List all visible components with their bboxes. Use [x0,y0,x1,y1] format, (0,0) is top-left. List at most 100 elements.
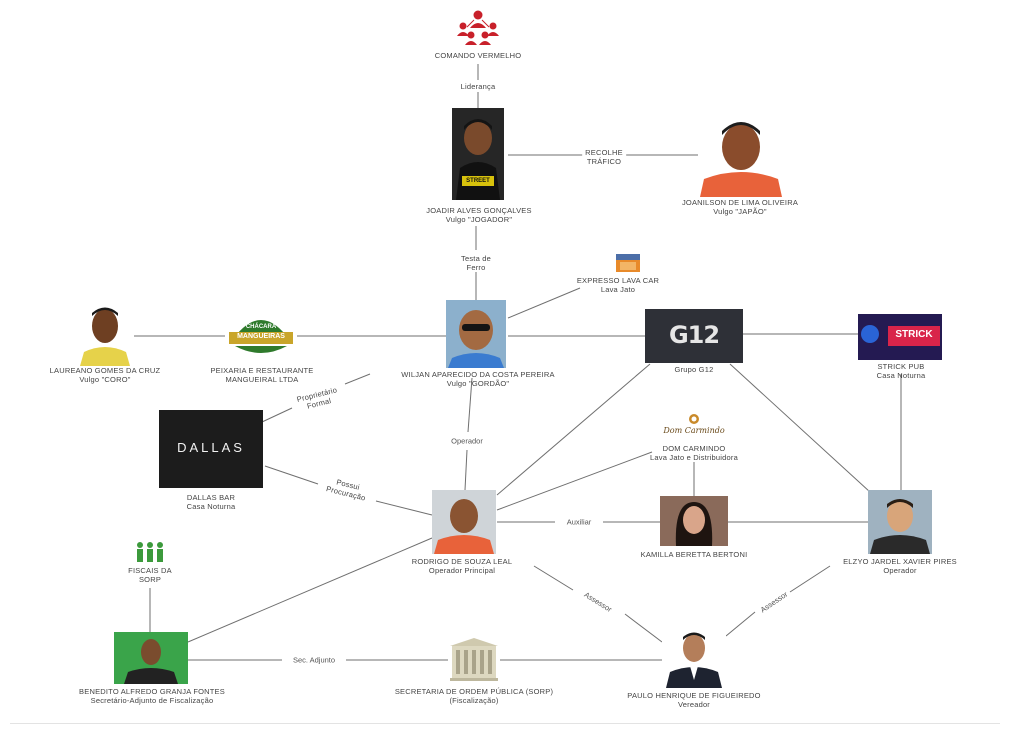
peixaria-logo-top: CHÁCARA [245,324,277,330]
secretaria-name: SECRETARIA DE ORDEM PÚBLICA (SORP) [394,687,554,696]
dallas-name: DALLAS BAR [186,493,236,502]
joanilson-alias: Vulgo "JAPÃO" [713,207,767,216]
wiljan-name: WILJAN APARECIDO DA COSTA PEREIRA [401,370,555,379]
paulo-photo [662,628,726,688]
edge-dallas-wiljan-2 [344,373,371,385]
edge-label-lideranca: Liderança [460,82,496,91]
strick-pub-sign: STRICK [895,329,933,340]
edge-wiljan-rodrigo-2 [464,449,468,491]
rodrigo-role: Operador Principal [428,566,496,575]
benedito-photo [114,632,188,684]
dallas-logo-text: DALLAS [177,440,245,455]
laureano-alias: Vulgo "CORO" [79,375,131,384]
rodrigo-label: RODRIGO DE SOUZA LEAL Operador Principal [412,557,512,575]
peixaria-name: PEIXARIA E RESTAURANTE [210,366,314,375]
fiscais-name: FISCAIS DA [128,566,172,575]
laureano-photo [76,300,134,366]
rodrigo-name: RODRIGO DE SOUZA LEAL [411,557,513,566]
kamilla-label: KAMILLA BERETTA BERTONI [640,550,748,559]
edge-dom-rodrigo [496,451,653,511]
joadir-name: JOADIR ALVES GONÇALVES [426,206,532,215]
joadir-photo: STREET [452,108,504,200]
dom-carmindo-label: DOM CARMINDO Lava Jato e Distribuidora [650,444,738,462]
comando-vermelho-icon [457,10,499,45]
peixaria-logo: CHÁCARA MANGUEIRAS [225,308,297,360]
kamilla-photo [660,496,728,546]
edge-label-recolhe: RECOLHE [585,148,623,157]
joanilson-name: JOANILSON DE LIMA OLIVEIRA [681,198,799,207]
joanilson-label: JOANILSON DE LIMA OLIVEIRA Vulgo "JAPÃO" [682,198,798,216]
dom-carmindo-logo: Dom Carmindo [656,412,732,440]
wiljan-photo [446,300,506,368]
dom-carmindo-logo-text: Dom Carmindo [663,426,725,435]
edge-label-testa-de-ferro: Testa de Ferro [461,254,491,272]
dallas-label: DALLAS BAR Casa Noturna [187,493,236,511]
dom-carmindo-type: Lava Jato e Distribuidora [650,453,738,462]
edge-label-recolhe-trafico: RECOLHE TRÁFICO [582,148,626,166]
edge-label-testa: Testa de [461,254,491,263]
dallas-type: Casa Noturna [186,502,236,511]
secretaria-sub: (Fiscalização) [449,696,499,705]
edge-label-operador: Operador [449,436,485,446]
laureano-name: LAUREANO GOMES DA CRUZ [49,366,161,375]
edge-expresso-wiljan [507,287,581,319]
fiscais-icon [137,542,163,562]
edge-elzyo-paulo-2 [725,611,756,637]
peixaria-label: PEIXARIA E RESTAURANTE MANGUEIRAL LTDA [210,366,313,384]
g12-logo-text: G12 [668,321,720,349]
fiscais-label: FISCAIS DA SORP [128,566,172,584]
strick-pub-photo: STRICK [858,314,942,360]
edge-dallas-wiljan [261,407,293,423]
joadir-alias: Vulgo "JOGADOR" [445,215,513,224]
edge-label-trafico: TRÁFICO [586,157,622,166]
expresso-lava-car-icon [616,254,640,272]
dom-carmindo-name: DOM CARMINDO [662,444,726,453]
elzyo-label: ELZYO JARDEL XAVIER PIRES Operador [843,557,957,575]
expresso-lava-car-type: Lava Jato [600,285,636,294]
expresso-lava-car-label: EXPRESSO LAVA CAR Lava Jato [577,276,659,294]
edge-elzyo-paulo [789,565,831,593]
elzyo-name: ELZYO JARDEL XAVIER PIRES [843,557,957,566]
peixaria-company: MANGUEIRAL LTDA [225,375,299,384]
peixaria-logo-main: MANGUEIRAS [237,333,285,340]
edge-label-ferro: Ferro [466,263,486,272]
dallas-logo: DALLAS [159,410,263,488]
benedito-label: BENEDITO ALFREDO GRANJA FONTES Secretári… [79,687,225,705]
edge-g12-elzyo [729,363,871,493]
laureano-label: LAUREANO GOMES DA CRUZ Vulgo "CORO" [50,366,161,384]
edge-g12-rodrigo [496,363,651,496]
joanilson-photo [698,115,784,197]
secretaria-label: SECRETARIA DE ORDEM PÚBLICA (SORP) (Fisc… [395,687,553,705]
wiljan-alias: Vulgo "GORDÃO" [446,379,510,388]
benedito-name: BENEDITO ALFREDO GRANJA FONTES [79,687,225,696]
wiljan-label: WILJAN APARECIDO DA COSTA PEREIRA Vulgo … [401,370,554,388]
edge-wiljan-rodrigo [467,377,473,433]
edge-rodrigo-paulo-2 [624,613,663,643]
bottom-rule [10,723,1000,724]
paulo-label: PAULO HENRIQUE DE FIGUEIREDO Vereador [627,691,760,709]
edge-dallas-rodrigo [264,465,319,485]
paulo-name: PAULO HENRIQUE DE FIGUEIREDO [627,691,761,700]
strick-pub-label: STRICK PUB Casa Noturna [877,362,926,380]
elzyo-role: Operador [883,566,917,575]
g12-logo: G12 [645,309,743,363]
rodrigo-photo [432,490,496,554]
fiscais-sub: SORP [138,575,162,584]
edge-label-sec-adjunto: Sec. Adjunto [290,655,338,665]
elzyo-photo [868,490,932,554]
edge-rodrigo-benedito [187,537,433,643]
joadir-shirt-text: STREET [466,178,490,184]
expresso-lava-car-name: EXPRESSO LAVA CAR [576,276,660,285]
edge-label-auxiliar: Auxiliar [564,517,594,527]
benedito-role: Secretário-Adjunto de Fiscalização [90,696,214,705]
strick-pub-name: STRICK PUB [877,362,925,371]
paulo-role: Vereador [677,700,711,709]
edge-dallas-rodrigo-2 [375,500,433,516]
joadir-label: JOADIR ALVES GONÇALVES Vulgo "JOGADOR" [426,206,531,224]
edge-rodrigo-paulo [533,565,574,591]
comando-vermelho-label: COMANDO VERMELHO [434,51,522,60]
secretaria-building-icon [450,638,498,681]
g12-label: Grupo G12 [674,365,714,374]
